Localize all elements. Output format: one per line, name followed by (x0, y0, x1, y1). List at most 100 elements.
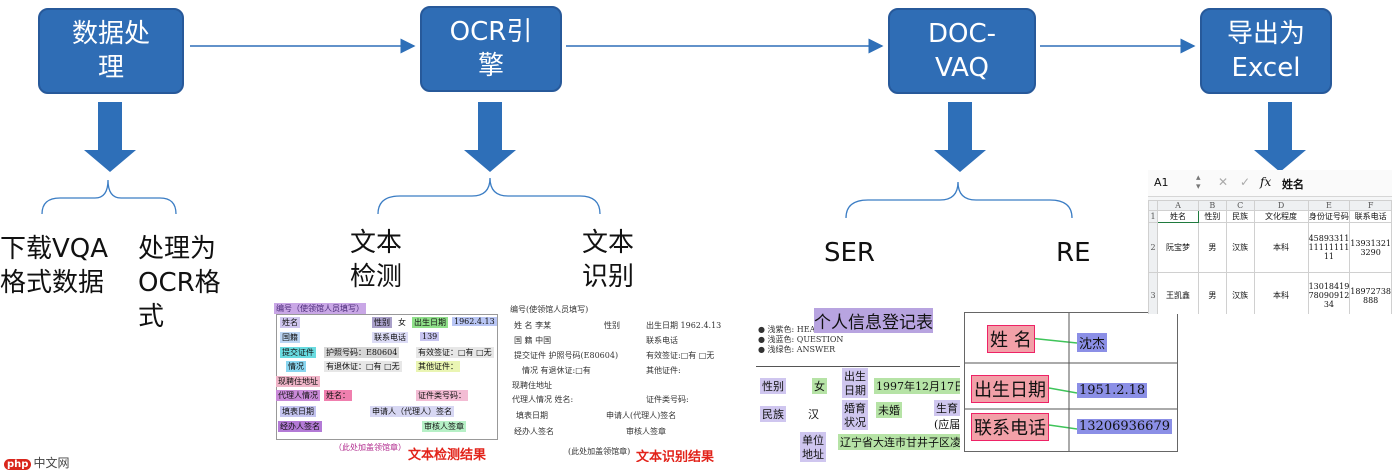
det-cell: 出生日期 (412, 317, 448, 328)
ser-cell: 单位 (800, 432, 826, 448)
brace-3 (845, 181, 1073, 219)
excel-col-header[interactable]: D (1253, 200, 1309, 211)
ser-legend-item: ● 浅紫色: HEADER (758, 325, 834, 334)
excel-cell[interactable]: 联系电话 (1349, 210, 1392, 223)
substep-re: RE (1056, 238, 1091, 268)
substep-to-ocr-format: 处理为 OCR格 式 (138, 234, 221, 332)
stage-data-processing: 数据处 理 (38, 8, 184, 94)
det-cell: 填表日期 (280, 406, 316, 417)
excel-col-header[interactable]: B (1197, 200, 1227, 211)
ser-cell: 汉 (808, 408, 819, 421)
det-cell: 有效签证：□有 □无 (416, 347, 494, 358)
excel-formula-bar (1148, 170, 1392, 197)
det-cell: 性别 (372, 317, 392, 328)
rec-row: 现聘住地址 (512, 381, 552, 390)
excel-cell[interactable]: 姓名 (1157, 210, 1199, 223)
ser-cell: 1997年12月17日 (874, 378, 960, 394)
excel-cell[interactable]: 阮宝梦 (1157, 222, 1199, 273)
excel-cell[interactable]: 汉族 (1225, 272, 1255, 314)
det-title: 编号（使领馆人员填写） (274, 303, 366, 314)
re-answer: 沈杰 (1077, 333, 1108, 352)
ser-cell: 未婚 (876, 402, 902, 418)
rec-row: 提交证件 护照号码(E80604) (514, 351, 619, 360)
rec-right: 申请人(代理人)签名 (606, 411, 677, 420)
excel-cell[interactable]: 男 (1197, 222, 1227, 273)
ser-cell: 出生 (842, 368, 868, 384)
excel-cell[interactable]: 性别 (1197, 210, 1227, 223)
excel-col-header[interactable]: F (1349, 200, 1392, 211)
rec-row: 填表日期 (516, 411, 548, 420)
stage-doc-vqa: DOC- VAQ (888, 8, 1036, 94)
re-answer: 1951.2.18 (1077, 383, 1148, 398)
excel-formula-value: 姓名 (1282, 178, 1304, 191)
excel-cell[interactable]: 身份证号码 (1307, 210, 1351, 223)
ser-cell: 地址 (800, 446, 826, 462)
recognition-result-image: 编号(使领馆人员填写) 姓 名 李某 国 籍 中国 提交证件 护照号码(E806… (508, 302, 722, 462)
excel-corner (1148, 200, 1158, 211)
ser-form-frame (756, 366, 960, 464)
excel-cell[interactable]: 文化程度 (1253, 210, 1309, 223)
det-cell: 现聘住地址 (276, 376, 320, 387)
det-cell: 提交证件 (280, 347, 316, 358)
rec-right: 有效签证:□有 □无 (646, 351, 715, 360)
excel-stepper-icon[interactable]: ▴▾ (1196, 173, 1201, 192)
rec-row: 经办人签名 (514, 427, 554, 436)
rec-right: 其他证件: (646, 366, 681, 375)
caption-recognition: 文本识别结果 (636, 450, 715, 462)
ser-cell: (应届 (934, 418, 960, 431)
ser-cell: 生育 (934, 400, 960, 416)
rec-row: 代理人情况 姓名: (512, 395, 574, 404)
ser-cell: 日期 (842, 382, 868, 398)
excel-cell[interactable]: 民族 (1225, 210, 1255, 223)
excel-row-num[interactable]: 2 (1148, 222, 1158, 273)
excel-cell-ref: A1 (1154, 176, 1169, 189)
re-question: 出生日期 (971, 375, 1049, 403)
det-footer: （此处加盖领馆章） (334, 443, 406, 452)
excel-cell[interactable]: 13931321 3290 (1349, 222, 1392, 273)
det-cell: 女 (398, 318, 406, 327)
excel-cell[interactable]: 王凯鑫 (1157, 272, 1199, 314)
excel-cell[interactable]: 13018419 78090912 34 (1307, 272, 1351, 314)
excel-row-num[interactable]: 1 (1148, 210, 1158, 223)
confirm-icon[interactable]: ✓ (1240, 175, 1251, 189)
rec-row: 情况 有退休证:□有 (522, 366, 591, 375)
down-arrow-1 (84, 102, 136, 172)
excel-cell[interactable]: 本科 (1253, 272, 1309, 314)
excel-cell[interactable]: 18972738 888 (1349, 272, 1392, 314)
det-cell: 经办人签名 (278, 421, 322, 432)
watermark-text: 中文网 (33, 456, 70, 470)
excel-header-row: 1 姓名 性别 民族 文化程度 身份证号码 联系电话 (1148, 210, 1392, 223)
det-cell: 审核人签章 (422, 421, 466, 432)
det-cell: 联系电话 (372, 332, 408, 343)
rec-right: 出生日期 1962.4.13 (646, 321, 722, 330)
det-cell: 代理人情况 (276, 390, 320, 401)
cancel-icon[interactable]: ✕ (1218, 175, 1229, 189)
excel-result-image: A1 ▴▾ ✕ ✓ fx 姓名 A B C D E F 1 姓名 性别 民族 文… (1148, 170, 1392, 314)
rec-right: 联系电话 (646, 336, 678, 345)
re-question: 姓 名 (987, 325, 1035, 353)
excel-cell[interactable]: 汉族 (1225, 222, 1255, 273)
det-cell: 139 (420, 332, 440, 341)
excel-col-header[interactable]: A (1157, 200, 1199, 211)
rec-right: 性别 (604, 321, 620, 330)
rec-row: 国 籍 中国 (514, 336, 552, 345)
ser-legend-item: ● 浅绿色: ANSWER (758, 345, 836, 354)
det-cell: 证件类号码： (416, 390, 468, 401)
substep-ser: SER (824, 238, 875, 268)
substep-text-detection: 文本 检测 (350, 228, 403, 292)
excel-col-header[interactable]: E (1307, 200, 1351, 211)
det-cell: 其他证件： (416, 361, 460, 372)
ser-cell: 婚育 (842, 400, 868, 416)
excel-cell[interactable]: 45893311 11111111 11 (1307, 222, 1351, 273)
excel-cell[interactable]: 男 (1197, 272, 1227, 314)
down-arrow-3 (934, 102, 986, 172)
ser-result-image: ● 浅紫色: HEADER ● 浅蓝色: QUESTION ● 浅绿色: ANS… (756, 304, 960, 464)
excel-cell[interactable]: 本科 (1253, 222, 1309, 273)
detection-result-image: 编号（使领馆人员填写） 姓名 性别 女 出生日期 1962.4.13 国籍 联系… (272, 302, 504, 462)
excel-col-header[interactable]: C (1225, 200, 1255, 211)
det-cell: 姓名： (324, 390, 352, 401)
det-cell: 有退休证：□有 □无 (324, 361, 402, 372)
excel-row-num[interactable]: 3 (1148, 272, 1158, 314)
table-row: 3 王凯鑫 男 汉族 本科 13018419 78090912 34 18972… (1148, 272, 1392, 314)
